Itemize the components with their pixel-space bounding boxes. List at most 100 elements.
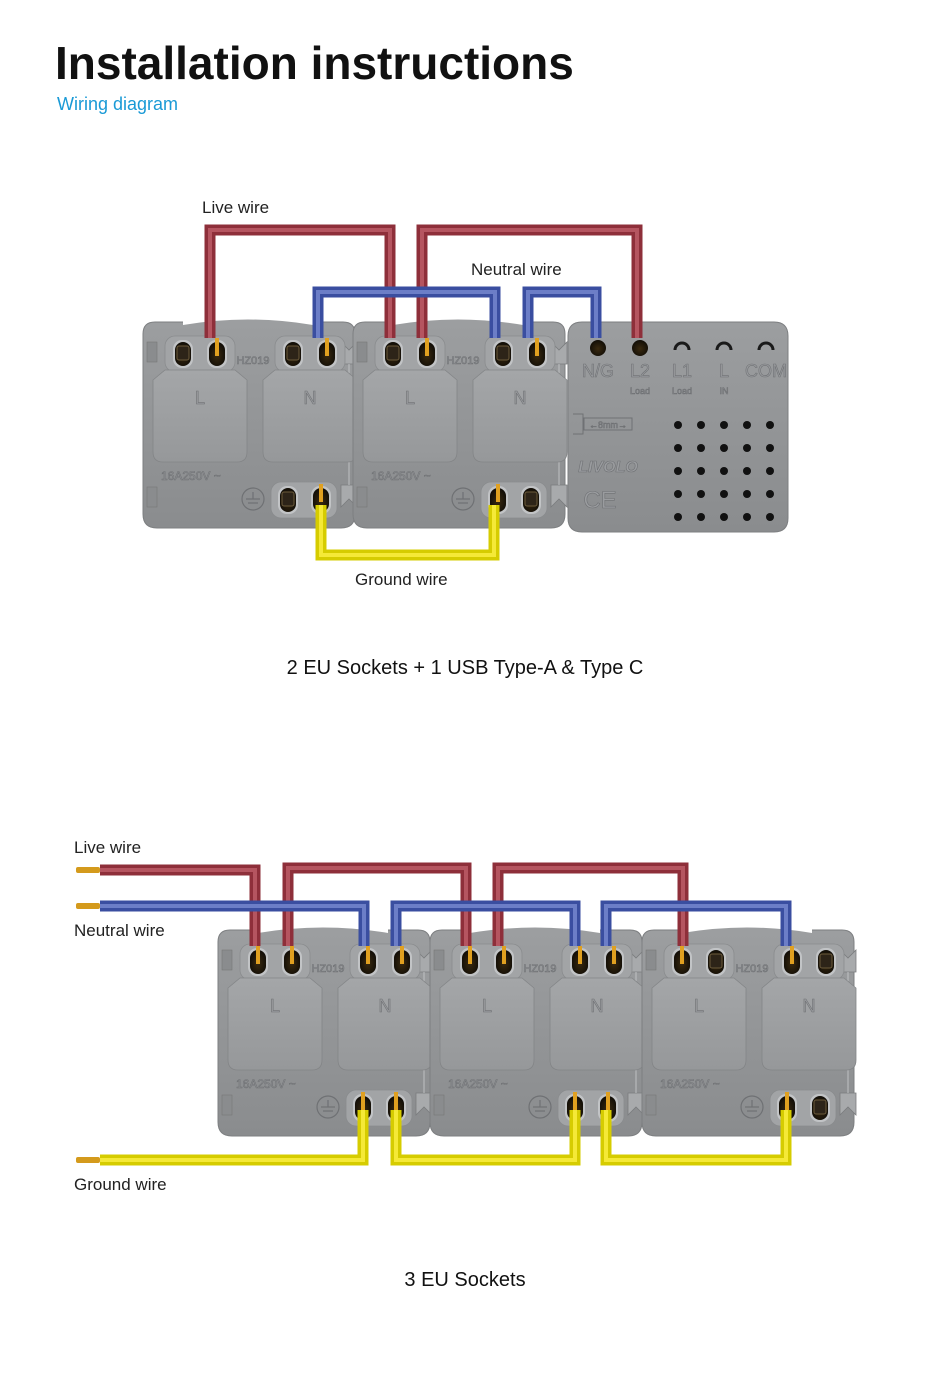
neutral-wire [100,900,370,946]
vent-hole [766,444,774,452]
vent-hole [720,467,728,475]
terminal-screw [358,946,378,976]
rating-label: 16A250V ~ [448,1077,508,1091]
terminal-block-n: N [472,335,568,463]
terminal-screw [248,946,268,976]
vent-hole [697,467,705,475]
strip-gauge-label: ←8mm→ [589,420,627,430]
terminal-block-n: N [262,335,358,463]
terminal-label: N [803,996,816,1016]
ce-mark-icon: CE [583,487,616,514]
live-wire [204,224,396,338]
vent-hole [743,513,751,521]
terminal-block-l: L [651,943,747,1071]
vent-hole [743,444,751,452]
terminal-cover [439,977,535,1071]
terminal-label: N/G [582,361,614,381]
ground-wire [600,1110,792,1166]
terminal-label: L [482,996,492,1016]
terminal-label: COM [745,361,787,381]
vent-hole [674,513,682,521]
vent-hole [743,421,751,429]
terminal-label: L [270,996,280,1016]
terminal-block-l: L [152,335,248,463]
neutral-wire [600,900,792,946]
earth-icon [451,487,475,511]
model-number: HZ019 [311,963,344,975]
terminal-screw [570,946,590,976]
neutral-wire [522,286,602,338]
terminal-screw [810,1094,830,1122]
clip-arrow-icon [550,484,568,508]
terminal-screw [173,340,193,368]
wire-end [76,903,100,909]
earth-icon [528,1095,552,1119]
terminal-cover [651,977,747,1071]
wire-end [76,867,100,873]
terminal-screw [494,946,514,976]
terminal-label: L [719,361,729,381]
terminal-block-n: N [761,943,857,1071]
usb-terminal: COM [745,341,787,381]
terminal-cover [152,369,248,463]
terminal-screw [706,948,726,976]
vent-hole [697,513,705,521]
terminal-label: N [591,996,604,1016]
vent-hole [674,421,682,429]
terminal-cover [262,369,358,463]
terminal-cover [761,977,857,1071]
neutral-wire [312,286,501,338]
vent-hole [743,490,751,498]
strip-gauge: ←8mm→ [573,413,633,435]
wire-end [76,1157,100,1163]
vent-hole [697,421,705,429]
live-wire-label: Live wire [202,198,270,217]
terminal-block-l: L [439,943,535,1071]
terminal-screw [521,486,541,514]
live-wire [100,864,261,946]
vent-hole [720,444,728,452]
ground-wire-label: Ground wire [74,1175,167,1194]
model-number: HZ019 [446,355,479,367]
terminal-screw [672,946,692,976]
ground-wire [315,505,500,561]
terminal-sublabel: Load [630,386,650,396]
neutral-wire-label: Neutral wire [471,260,562,279]
rating-label: 16A250V ~ [161,469,221,483]
terminal-cover [227,977,323,1071]
terminal-screw [417,338,437,368]
vent-hole [697,490,705,498]
terminal-screw [782,946,802,976]
neutral-wire-label: Neutral wire [74,921,165,940]
terminal-label: L [195,388,205,408]
terminal-screw [527,338,547,368]
terminal-cover [362,369,458,463]
page-subtitle: Wiring diagram [57,94,179,114]
earth-terminal [451,481,548,519]
terminal-label: L [694,996,704,1016]
terminal-screw [604,946,624,976]
terminal-screw [816,948,836,976]
earth-icon [740,1095,764,1119]
live-wire [416,224,643,338]
terminal-label: L [405,388,415,408]
rating-label: 16A250V ~ [236,1077,296,1091]
terminal-screw [278,486,298,514]
terminal-hole [673,341,691,351]
terminal-block-l: L [362,335,458,463]
terminal-label: L2 [630,361,650,381]
terminal-label: N [304,388,317,408]
model-number: HZ019 [735,963,768,975]
terminal-cover [472,369,568,463]
rating-label: 16A250V ~ [660,1077,720,1091]
ground-wire [100,1110,369,1166]
terminal-screw [283,340,303,368]
neutral-wire [390,900,581,946]
usb-terminal: LIN [715,341,733,396]
terminal-screw [282,946,302,976]
